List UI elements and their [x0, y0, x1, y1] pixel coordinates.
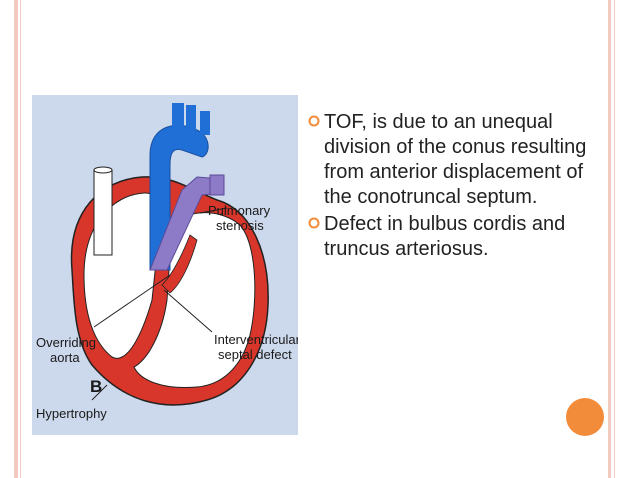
pulmonary-label-line1: Pulmonary	[208, 203, 271, 218]
bullet-text: Defect in bulbus cordis and truncus arte…	[324, 213, 566, 260]
bullet-text: TOF, is due to an unequal division of th…	[324, 111, 587, 208]
interventricular-defect-label: Interventricular septal defect	[214, 332, 298, 362]
pulmonary-stenosis-label: Pulmonary stenosis	[208, 203, 270, 233]
figure-letter-b: B	[90, 377, 103, 396]
tof-heart-diagram: Pulmonary stenosis Overriding aorta Inte…	[32, 95, 298, 435]
heart-illustration	[70, 103, 269, 406]
septal-defect-label-line2: septal defect	[218, 347, 292, 362]
vena-cava	[93, 169, 113, 256]
interventricular-label-line1: Interventricular	[214, 332, 298, 347]
stenosis-label-line2: stenosis	[216, 218, 264, 233]
right-border-line	[614, 0, 615, 478]
right-border-stripe	[608, 0, 611, 478]
hypertrophy-label: Hypertrophy	[36, 406, 107, 421]
bullet-list: TOF, is due to an unequal division of th…	[306, 110, 606, 264]
circle-bullet-icon	[308, 115, 320, 127]
left-border-line	[20, 0, 21, 478]
orange-circle-icon	[566, 398, 604, 436]
circle-bullet-icon	[308, 217, 320, 229]
right-chamber	[133, 212, 256, 389]
aorta-label-line2: aorta	[50, 350, 80, 365]
bullet-item: Defect in bulbus cordis and truncus arte…	[306, 212, 606, 262]
bullet-item: TOF, is due to an unequal division of th…	[306, 110, 606, 210]
left-border-stripe	[14, 0, 18, 478]
overriding-label-line1: Overriding	[36, 335, 96, 350]
overriding-aorta-label: Overriding aorta	[36, 335, 96, 365]
